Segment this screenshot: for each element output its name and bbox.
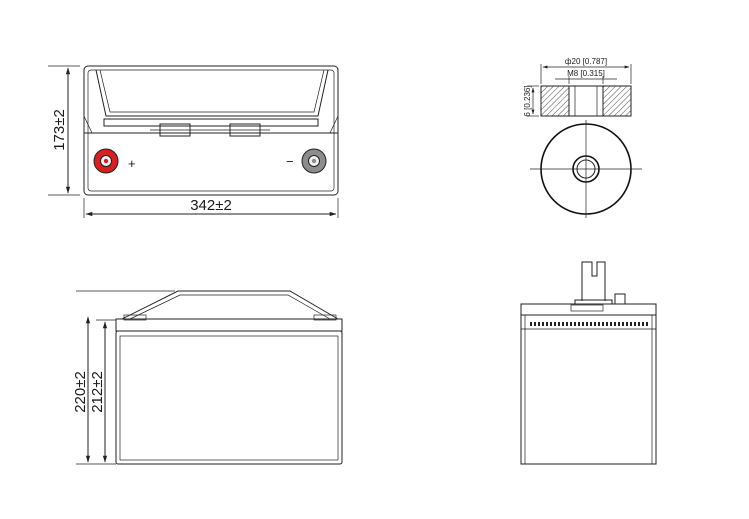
negative-sign: − <box>286 154 294 169</box>
front-view-handle <box>121 290 339 320</box>
front-view: 220±2 212±2 <box>72 290 343 465</box>
side-view-handle <box>581 261 606 301</box>
side-view-body <box>520 314 657 465</box>
total-height-dimension-label: 220±2 <box>72 371 89 413</box>
width-dimension-label: 342±2 <box>190 197 232 214</box>
top-view-outline <box>83 65 339 196</box>
height-dimension-label: 173±2 <box>51 109 68 151</box>
thickness-dimension-label: 6 [0.236] <box>523 85 532 116</box>
diameter-dimension-label: ф20 [0.787] <box>565 57 607 66</box>
front-view-body <box>115 330 343 465</box>
side-view <box>520 261 657 465</box>
case-height-dimension-label: 212±2 <box>89 371 106 413</box>
top-view-handle <box>95 69 329 117</box>
terminal-detail: ф20 [0.787] M8 [0.315] 6 [0.236] <box>523 57 642 218</box>
positive-sign: + <box>128 156 136 171</box>
side-view-vents <box>530 322 648 326</box>
thread-dimension-label: M8 [0.315] <box>567 69 605 78</box>
top-view: + − 173±2 342±2 <box>48 65 339 218</box>
